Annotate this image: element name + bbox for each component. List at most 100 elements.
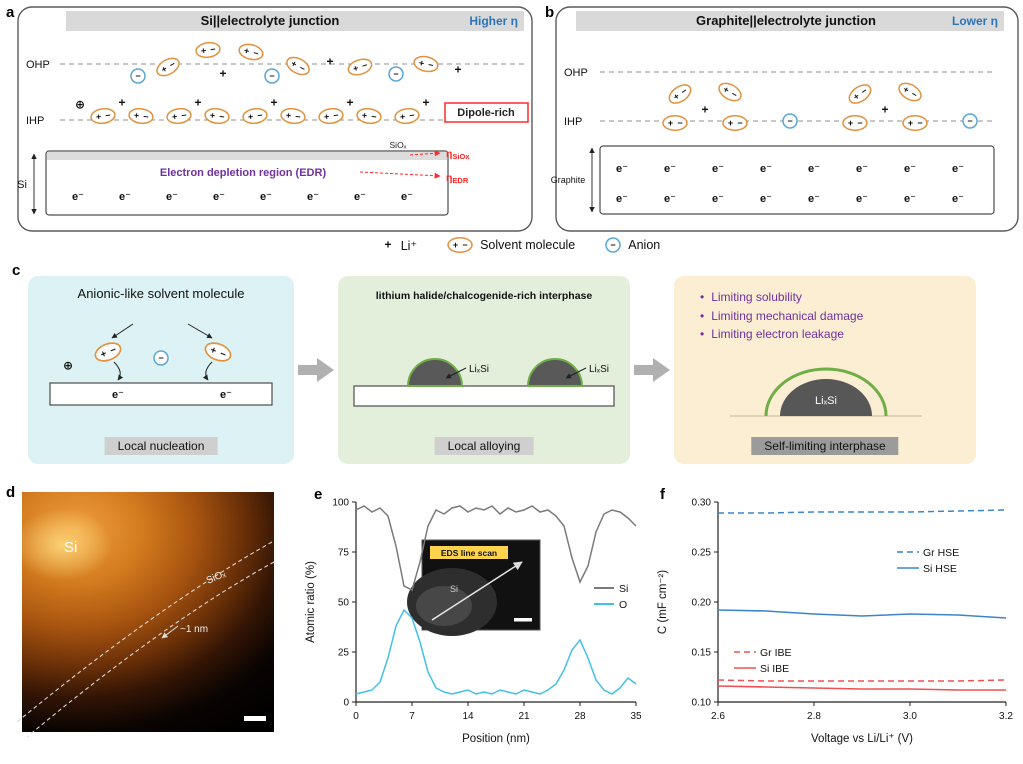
y-tick-label: 0.30 (692, 498, 712, 509)
electron-symbol: e⁻ (72, 191, 84, 203)
local-nucleation-box: Anionic-like solvent molecule +− +− ⊕ − … (28, 276, 294, 464)
x-tick-label: 28 (574, 711, 586, 722)
li-ion-icon: + (881, 103, 888, 117)
limiting-bullets: •Limiting solubility •Limiting mechanica… (700, 288, 863, 344)
y-tick-label: 0.20 (692, 598, 712, 609)
minus-glyph: − (737, 118, 742, 128)
panel-b-title: Graphite||electrolyte junction (696, 13, 876, 28)
plus-glyph: + (671, 91, 681, 102)
minus-glyph: − (219, 111, 226, 122)
si-electrode-box (45, 150, 449, 216)
minus-glyph: − (361, 60, 369, 71)
solvent-molecule-icon: +− (318, 107, 344, 125)
right-arrow-icon (298, 358, 334, 382)
minus-glyph: − (143, 111, 150, 122)
solvent-oval (447, 237, 473, 253)
electron-symbol: e⁻ (307, 191, 319, 203)
f-ylabel: C (mF cm⁻²) (657, 570, 669, 634)
solvent-oval (413, 55, 439, 73)
y-tick-label: 25 (338, 648, 350, 659)
panel-label-d: d (6, 484, 16, 501)
solvent-oval (898, 82, 922, 102)
plus-glyph: + (399, 111, 406, 122)
circled-plus-glyph: ⊕ (75, 98, 85, 112)
electron-symbol: e⁻ (808, 193, 820, 205)
interphase-shell (764, 367, 888, 417)
minus-glyph: − (371, 111, 378, 122)
solvent-oval (156, 57, 180, 77)
solvent-molecule-icon: +− (286, 56, 310, 76)
anion-circle (264, 68, 280, 84)
graphite-label: Graphite (551, 175, 586, 185)
box1-diagram: +− +− ⊕ − e⁻ e⁻ (49, 323, 273, 406)
solvent-oval (204, 107, 230, 125)
electron-symbol: e⁻ (712, 163, 724, 175)
panel-a-titlebar (66, 11, 524, 31)
plus-glyph: + (901, 84, 911, 95)
panel-d-overlay: Si SiOₓ ~1 nm (16, 539, 275, 738)
inset-particle-inner (416, 586, 472, 626)
inset-scale-bar (514, 618, 532, 622)
flow-arrow-1 (294, 276, 338, 464)
self-limiting-box: •Limiting solubility •Limiting mechanica… (674, 276, 976, 464)
panel-a-border (17, 6, 533, 232)
ohp-label: OHP (26, 59, 50, 71)
box1-chip: Local nucleation (104, 437, 218, 455)
minus-glyph: − (857, 118, 862, 128)
minus-glyph: − (181, 110, 188, 121)
solvent-molecule-icon: +− (128, 107, 154, 125)
ohp-label: OHP (564, 67, 588, 79)
minus-glyph: − (967, 116, 972, 126)
y-tick-label: 0.10 (692, 698, 712, 709)
minus-glyph: − (611, 240, 616, 250)
panel-label-e: e (314, 486, 323, 503)
dipole-rich-label: Dipole-rich (457, 107, 515, 119)
electron-symbol: e⁻ (354, 191, 366, 203)
right-arrow-icon (634, 358, 670, 382)
solvent-oval (204, 342, 232, 362)
panel-label-c: c (12, 262, 21, 279)
minus-glyph: − (409, 110, 416, 121)
solvent-molecule-icon: +− (166, 107, 192, 125)
box2-chip: Local alloying (434, 437, 534, 455)
eds-inset: Si EDS line scan (407, 539, 541, 636)
anion-icon: − (130, 68, 146, 84)
eta-siox-label: ηSiOx (446, 148, 470, 161)
eds-label: EDS line scan (441, 548, 497, 558)
electron-symbol: e⁻ (664, 163, 676, 175)
electron-symbol: e⁻ (856, 163, 868, 175)
panel-d-stem-image: Si SiOₓ ~1 nm (16, 492, 275, 738)
y-tick-label: 100 (332, 498, 349, 509)
box3-diagram: LiₓSi (730, 367, 922, 417)
plus-glyph: + (361, 110, 368, 121)
solvent-molecule-icon: +− (848, 84, 872, 104)
minus-glyph: − (105, 110, 112, 121)
plus-glyph: + (133, 110, 140, 121)
panel-label-a: a (6, 4, 15, 21)
plus-glyph: + (881, 103, 888, 117)
minus-glyph: − (135, 71, 140, 81)
panel-label-f: f (660, 486, 665, 503)
x-tick-label: 21 (518, 711, 530, 722)
legend-anion: − Anion (603, 236, 660, 254)
legend-solvent: +− Solvent molecule (445, 236, 575, 254)
plus-glyph: + (418, 58, 425, 69)
solvent-oval (902, 115, 928, 131)
circled-plus-glyph: ⊕ (63, 359, 73, 373)
si-region-label: Si (64, 539, 77, 556)
solvent-molecule-icon: +− (347, 58, 373, 76)
pointer-arrow (111, 323, 134, 339)
panel-e-chart: Atomic ratio (%) Position (nm) Si EDS li… (305, 498, 642, 746)
anion-icon: − (962, 113, 978, 129)
minus-glyph: − (730, 89, 740, 100)
solvent-molecule-icon: +− (204, 107, 230, 125)
electron-symbol: e⁻ (760, 163, 772, 175)
solvent-oval (94, 342, 122, 362)
plus-glyph: + (208, 345, 218, 357)
solvent-oval (280, 107, 306, 125)
x-tick-label: 35 (630, 711, 642, 722)
symbol-legend: + Li⁺ +− Solvent molecule − Anion (290, 236, 750, 254)
